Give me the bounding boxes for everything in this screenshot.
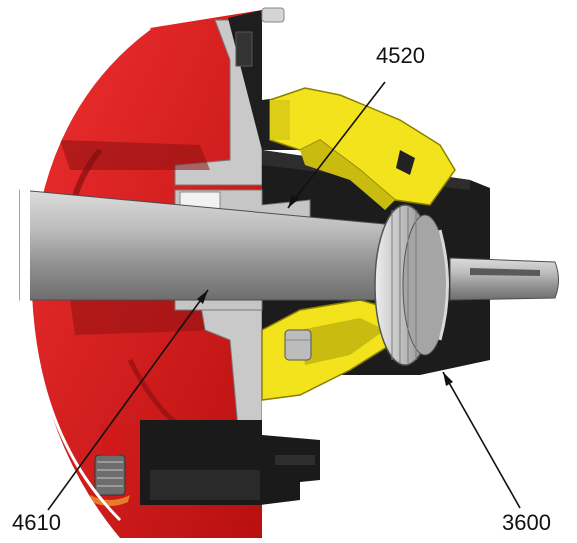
callout-label-4520: 4520 xyxy=(376,43,425,68)
shaft xyxy=(19,182,559,307)
bearing xyxy=(374,204,449,366)
arrowhead-4610 xyxy=(197,290,208,304)
callout-label-4610: 4610 xyxy=(12,510,61,535)
leader-line-4610 xyxy=(47,289,209,511)
leader-line-3600 xyxy=(442,371,521,509)
callout-label-3600: 3600 xyxy=(502,510,551,535)
leader-line-4520 xyxy=(287,81,386,209)
yellow-bracket xyxy=(261,87,456,401)
arrowhead-4520 xyxy=(288,194,299,208)
arrowhead-3600 xyxy=(443,372,453,386)
